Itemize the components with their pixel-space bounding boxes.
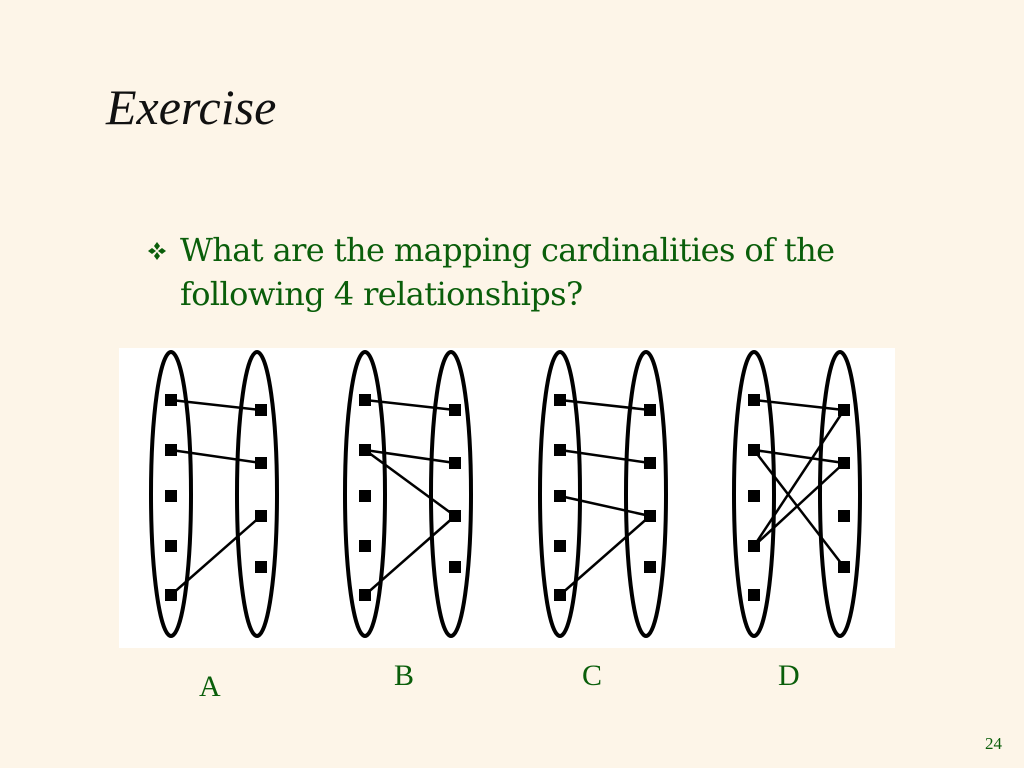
entity-dot (644, 510, 656, 522)
entity-dot (644, 404, 656, 416)
entity-dot (838, 510, 850, 522)
mapping-diagrams (149, 350, 862, 638)
entity-dot (359, 490, 371, 502)
entity-dot (449, 404, 461, 416)
entity-dot (165, 394, 177, 406)
relationship-line (753, 448, 845, 465)
relationship-line (753, 398, 845, 412)
bullet-item: What are the mapping cardinalities of th… (146, 228, 926, 316)
entity-dot (748, 490, 760, 502)
entity-set-left-ellipse (538, 350, 582, 638)
entity-dot (255, 561, 267, 573)
entity-dot (449, 457, 461, 469)
entity-dot (838, 561, 850, 573)
relationship-line (559, 398, 651, 412)
entity-dot (255, 457, 267, 469)
entity-dot (748, 444, 760, 456)
relationship-line (364, 448, 456, 465)
relationship-line (364, 398, 456, 412)
entity-dot (449, 561, 461, 573)
entity-dot (554, 490, 566, 502)
entity-dot (644, 457, 656, 469)
entity-dot (359, 540, 371, 552)
entity-set-right-ellipse (235, 350, 279, 638)
diamond-bullet-icon (148, 242, 166, 260)
mapping-cardinality-figure (119, 348, 895, 648)
entity-set-right-ellipse (624, 350, 668, 638)
relationship-line (559, 515, 651, 596)
relationship-line (753, 462, 845, 547)
diagram-label-a: A (199, 670, 221, 703)
entity-dot (255, 404, 267, 416)
entity-dot (165, 589, 177, 601)
entity-dot (255, 510, 267, 522)
relationship-line (752, 409, 846, 547)
slide-title: Exercise (106, 79, 277, 135)
entity-dot (165, 444, 177, 456)
entity-dot (449, 510, 461, 522)
entity-dot (748, 540, 760, 552)
entity-set-right-ellipse (429, 350, 473, 638)
entity-set-left-ellipse (732, 350, 776, 638)
entity-dot (554, 394, 566, 406)
relationship-line (753, 449, 845, 568)
relationship-line (170, 448, 262, 465)
relationship-line (364, 448, 456, 518)
entity-dot (644, 561, 656, 573)
entity-dot (165, 540, 177, 552)
relationship-line (170, 515, 262, 596)
relationship-line (559, 494, 651, 518)
relationship-line (559, 448, 651, 465)
entity-dot (554, 444, 566, 456)
diagram-label-b: B (394, 659, 415, 692)
entity-dot (359, 589, 371, 601)
entity-dot (748, 394, 760, 406)
bullet-text: What are the mapping cardinalities of th… (180, 231, 835, 313)
entity-dot (554, 589, 566, 601)
entity-dot (554, 540, 566, 552)
relationship-line (170, 398, 262, 412)
page-number: 24 (985, 734, 1002, 753)
entity-set-left-ellipse (149, 350, 193, 638)
entity-dot (838, 457, 850, 469)
relationship-line (364, 515, 456, 596)
entity-dot (165, 490, 177, 502)
diagram-label-d: D (778, 659, 800, 692)
diagram-label-c: C (582, 659, 603, 692)
entity-dot (359, 394, 371, 406)
entity-dot (838, 404, 850, 416)
entity-set-right-ellipse (818, 350, 862, 638)
entity-dot (359, 444, 371, 456)
entity-dot (748, 589, 760, 601)
entity-set-left-ellipse (343, 350, 387, 638)
